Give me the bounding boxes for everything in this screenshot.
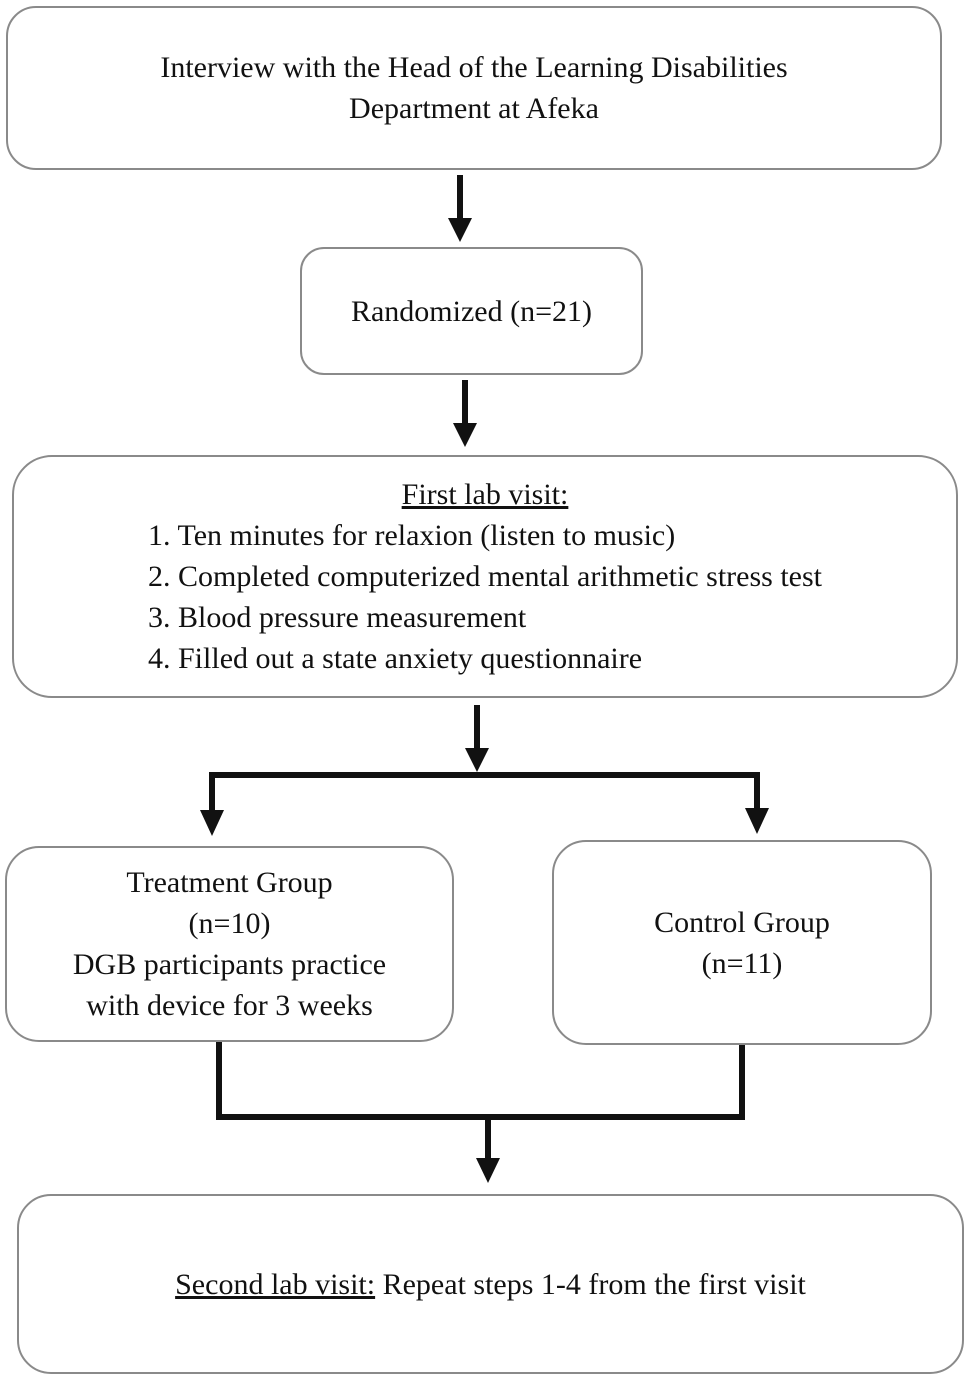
second-visit-line: Second lab visit: Repeat steps 1-4 from … [175, 1264, 806, 1305]
first-visit-steps: 1. Ten minutes for relaxion (listen to m… [148, 515, 822, 679]
first-visit-heading: First lab visit: [401, 478, 569, 511]
arrowhead-second-visit [476, 1158, 500, 1183]
treatment-line-2: (n=10) [188, 907, 271, 940]
treatment-line-3: DGB participants practice [72, 948, 387, 981]
first-visit-box: First lab visit: 1. Ten minutes for rela… [12, 455, 958, 698]
control-line-2: (n=11) [701, 946, 783, 980]
treatment-line-1: Treatment Group [126, 866, 333, 899]
arrowhead-treatment [200, 810, 224, 836]
second-visit-text: Repeat steps 1-4 from the first visit [375, 1267, 806, 1301]
first-visit-step-3: 3. Blood pressure measurement [148, 601, 527, 634]
arrowhead-first-visit [453, 423, 477, 447]
treatment-group-box: Treatment Group (n=10) DGB participants … [5, 846, 454, 1042]
first-visit-step-2: 2. Completed computerized mental arithme… [148, 560, 822, 593]
interview-line-2: Department at Afeka [349, 92, 599, 125]
first-visit-step-1: 1. Ten minutes for relaxion (listen to m… [148, 519, 676, 552]
first-visit-step-4: 4. Filled out a state anxiety questionna… [148, 642, 643, 675]
arrowhead-control [745, 808, 769, 834]
arrowhead-randomized [448, 218, 472, 242]
control-group-box: Control Group (n=11) [552, 840, 932, 1045]
interview-box: Interview with the Head of the Learning … [6, 6, 942, 170]
treatment-line-4: with device for 3 weeks [86, 989, 373, 1022]
arrowhead-split [465, 748, 489, 772]
randomized-label: Randomized (n=21) [350, 294, 593, 328]
randomized-box: Randomized (n=21) [300, 247, 643, 375]
merge-connector [216, 1042, 745, 1120]
interview-line-1: Interview with the Head of the Learning … [160, 51, 788, 84]
control-line-1: Control Group [654, 905, 830, 939]
second-visit-box: Second lab visit: Repeat steps 1-4 from … [17, 1194, 964, 1374]
split-connector [209, 772, 760, 812]
second-visit-heading: Second lab visit: [175, 1267, 376, 1301]
